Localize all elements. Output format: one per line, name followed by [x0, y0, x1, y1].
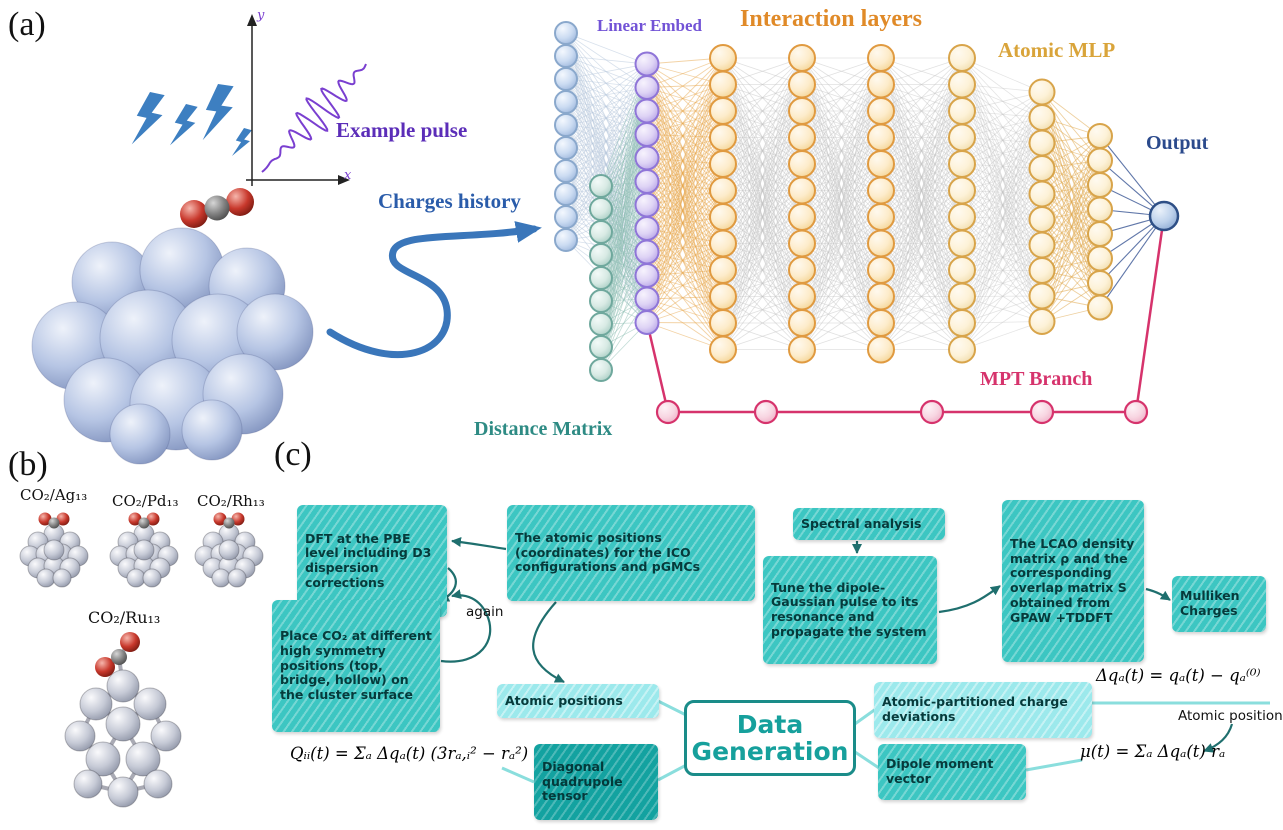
quadrupole-formula: Qᵢᵢ(t) = Σₐ Δqₐ(t) (3rₐ,ᵢ² − rₐ²) [290, 744, 529, 763]
flow-box-dipole-text: Dipole moment vector [886, 756, 994, 786]
flow-box-quadrupole-text: Diagonal quadrupole tensor [542, 758, 623, 804]
flow-box-mulliken: Mulliken Charges [1172, 576, 1266, 632]
mpt-branch-label: MPT Branch [980, 368, 1093, 390]
dipole-moment-formula: μ(t) = Σₐ Δqₐ(t) rₐ [1080, 742, 1226, 761]
again-annotation: again [466, 604, 504, 620]
flow-box-dipole: Dipole moment vector [878, 744, 1026, 800]
flow-box-tune-pulse: Tune the dipole-Gaussian pulse to its re… [763, 556, 937, 664]
flow-box-dft: DFT at the PBE level including D3 disper… [297, 505, 447, 617]
flow-box-quadrupole: Diagonal quadrupole tensor [534, 744, 658, 820]
flow-box-atomic-positions: Atomic positions [497, 684, 659, 718]
charges-history-label: Charges history [378, 189, 521, 213]
cluster-image-rh13 [194, 512, 264, 588]
output-label: Output [1146, 132, 1209, 154]
charge-deviation-formula: Δqₐ(t) = qₐ(t) − qₐ⁽⁰⁾ [1096, 666, 1261, 685]
panel-c-label: (c) [274, 436, 312, 473]
distance-matrix-label: Distance Matrix [474, 418, 613, 440]
flow-box-spectral-text: Spectral analysis [801, 515, 922, 531]
cluster-image-pd13 [109, 512, 179, 588]
flow-box-lcao-text: The LCAO density matrix ρ and the corres… [1010, 535, 1135, 625]
linear-embed-label: Linear Embed [597, 16, 703, 35]
flow-box-charge-deviations-text: Atomic-partitioned charge deviations [882, 694, 1068, 724]
flow-box-coordinates-text: The atomic positions (coordinates) for t… [515, 529, 701, 575]
flow-box-dft-text: DFT at the PBE level including D3 disper… [305, 530, 432, 590]
flow-box-spectral: Spectral analysis [793, 508, 945, 540]
cluster-label-ru13: CO₂/Ru₁₃ [88, 608, 161, 627]
flow-box-tune-pulse-text: Tune the dipole-Gaussian pulse to its re… [771, 579, 927, 639]
flow-box-place-co2: Place CO₂ at different high symmetry pos… [272, 600, 440, 732]
atomic-mlp-label: Atomic MLP [998, 38, 1116, 62]
flow-box-data-generation: Data Generation [684, 700, 856, 776]
atomic-positions-annotation: Atomic positions [1178, 708, 1283, 724]
cluster-label-ag13: CO₂/Ag₁₃ [20, 486, 88, 504]
flow-box-mulliken-text: Mulliken Charges [1180, 588, 1240, 618]
panel-b-label: (b) [8, 446, 48, 483]
cluster-image-ru13 [64, 632, 182, 808]
example-pulse-label: Example pulse [336, 118, 468, 142]
cluster-label-rh13: CO₂/Rh₁₃ [197, 492, 265, 510]
cluster-image-ag13 [19, 512, 89, 588]
axis-y-label: y [257, 8, 265, 23]
cluster-label-pd13: CO₂/Pd₁₃ [112, 492, 179, 510]
flow-box-data-generation-text: Data Generation [691, 709, 849, 766]
panel-a-label: (a) [8, 6, 46, 43]
interaction-layers-label: Interaction layers [740, 6, 922, 32]
flow-box-place-co2-text: Place CO₂ at different high symmetry pos… [280, 628, 432, 703]
flow-box-coordinates: The atomic positions (coordinates) for t… [507, 505, 755, 601]
flow-box-atomic-positions-text: Atomic positions [505, 692, 623, 708]
axis-x-label: x [344, 168, 352, 183]
panel-a-network-artwork [31, 14, 1180, 465]
flow-box-charge-deviations: Atomic-partitioned charge deviations [874, 682, 1092, 738]
flow-box-lcao: The LCAO density matrix ρ and the corres… [1002, 500, 1144, 662]
